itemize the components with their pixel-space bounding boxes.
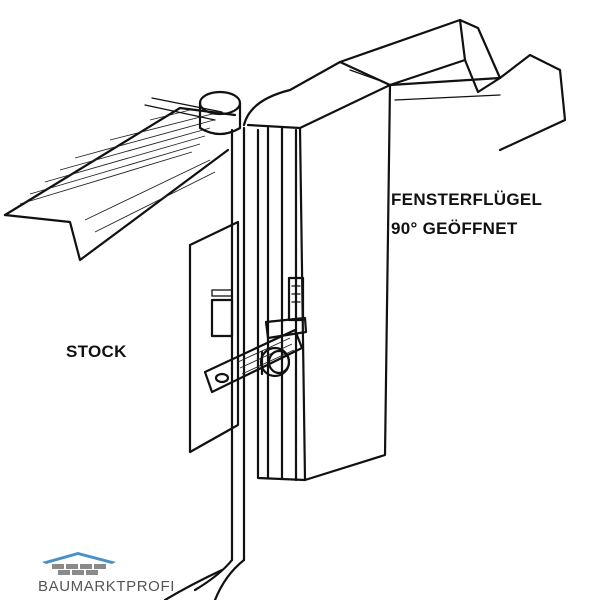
hinge-pin-top xyxy=(198,90,242,136)
logo-text: BAUMARKTPROFI xyxy=(38,578,175,595)
logo-roof-icon xyxy=(42,552,116,575)
brand-logo: BAUMARKTPROFI xyxy=(38,548,174,600)
frame-plate xyxy=(188,220,240,454)
frame-edge xyxy=(163,126,246,600)
frame-label: STOCK xyxy=(66,342,127,361)
sash-label-line-2: 90° GEÖFFNET xyxy=(391,219,518,238)
sash-label-line-1: FENSTERFLÜGEL xyxy=(391,190,543,209)
window-sash xyxy=(242,18,567,482)
frame-top-surface xyxy=(3,97,237,262)
hinge-hardware xyxy=(203,276,308,394)
